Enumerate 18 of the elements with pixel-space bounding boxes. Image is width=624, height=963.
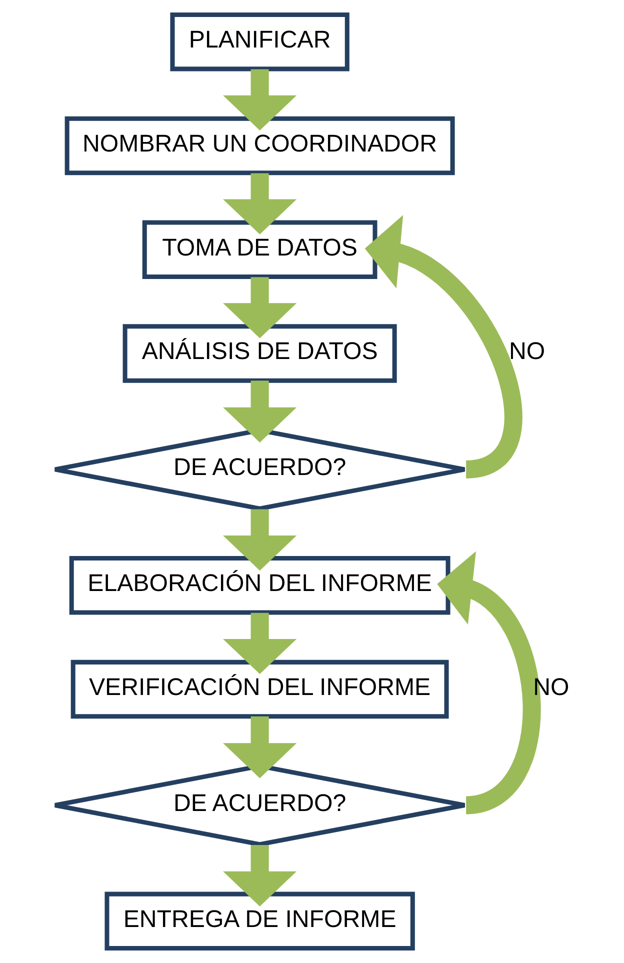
arrow — [222, 380, 296, 442]
node-box: ENTREGA DE INFORME — [104, 892, 414, 951]
node-box: VERIFICACIÓN DEL INFORME — [70, 660, 448, 719]
arrow — [222, 173, 296, 234]
node-box: PLANIFICAR — [170, 12, 349, 72]
node-box: ELABORACIÓN DEL INFORME — [68, 556, 450, 615]
node-box: TOMA DE DATOS — [142, 220, 377, 279]
node-box: NOMBRAR UN COORDINADOR — [64, 116, 454, 176]
arrow — [222, 69, 296, 130]
node-box: ANÁLISIS DE DATOS — [122, 324, 396, 383]
arrow — [222, 844, 296, 906]
node-diamond: DE ACUERDO? — [52, 428, 466, 511]
edge-label: NO — [508, 338, 545, 366]
arrow — [222, 716, 296, 778]
arrow — [222, 612, 296, 674]
node-diamond: DE ACUERDO? — [52, 764, 466, 847]
arrow — [222, 277, 296, 338]
arrow — [222, 509, 296, 571]
